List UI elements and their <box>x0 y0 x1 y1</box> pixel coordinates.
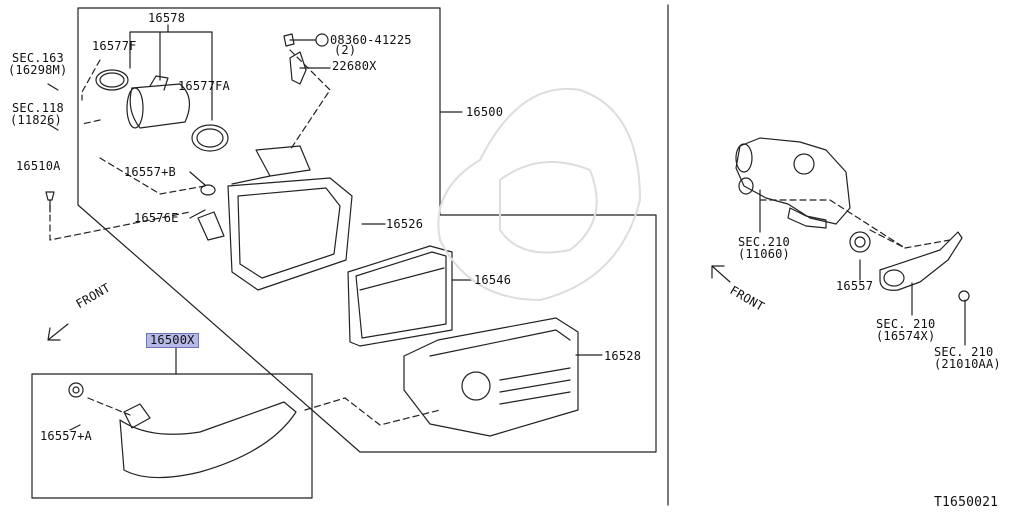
watermark-emblem <box>437 87 642 302</box>
label-22680x: 22680X <box>332 59 377 73</box>
label-16577fa: 16577FA <box>178 79 230 93</box>
label-16577f: 16577F <box>92 39 137 53</box>
label-16578: 16578 <box>148 11 186 25</box>
label-16576e: 16576E <box>134 211 179 225</box>
hose-inset-box <box>31 373 313 499</box>
label-sec118: SEC.118 <box>12 101 64 115</box>
label-bolt-qty: (2) <box>334 43 357 57</box>
label-16528: 16528 <box>604 349 642 363</box>
assembly-boundary <box>77 7 657 453</box>
label-sec210-21010aa-sub: (21010AA) <box>934 357 1001 371</box>
label-16500x-highlighted[interactable]: 16500X <box>146 333 199 348</box>
label-16557a: 16557+A <box>40 429 92 443</box>
diagram-reference-code: T1650021 <box>934 495 999 510</box>
label-bolt-part: 08360-41225 <box>330 33 412 47</box>
label-sec210-21010aa: SEC. 210 <box>934 345 994 359</box>
label-sec163: SEC.163 <box>12 51 64 65</box>
label-sec210-16574x: SEC. 210 <box>876 317 936 331</box>
label-sec118-sub: (11826) <box>10 113 62 127</box>
label-16510a: 16510A <box>16 159 61 173</box>
label-16557b: 16557+B <box>124 165 176 179</box>
label-16557: 16557 <box>836 279 874 293</box>
label-sec210-11060-sub: (11060) <box>738 247 790 261</box>
label-sec210-11060: SEC.210 <box>738 235 790 249</box>
label-sec210-16574x-sub: (16574X) <box>876 329 936 343</box>
label-16526: 16526 <box>386 217 424 231</box>
label-16500: 16500 <box>466 105 504 119</box>
label-16546: 16546 <box>474 273 512 287</box>
label-sec163-sub: (16298M) <box>8 63 68 77</box>
